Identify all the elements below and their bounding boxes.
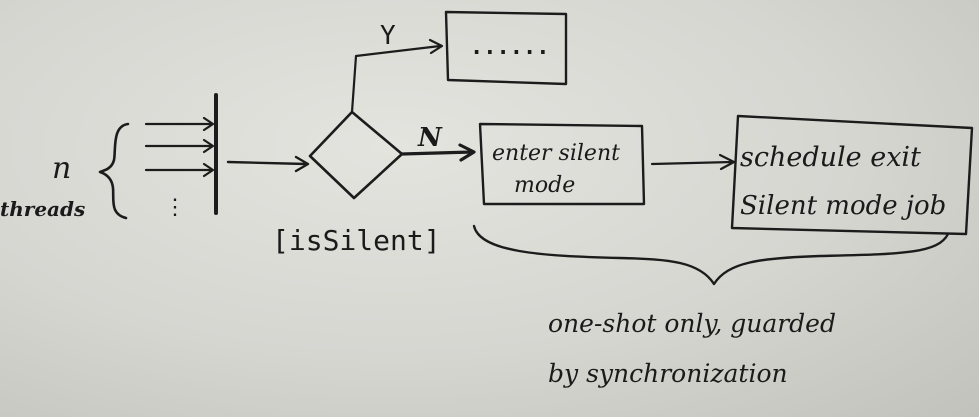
no-branch-arrow — [400, 143, 476, 162]
arrow-to-schedule — [650, 153, 736, 171]
no-label: N — [417, 123, 443, 153]
note-line2: by synchronization — [548, 359, 788, 388]
enter-silent-box — [478, 122, 646, 206]
decision-diamond — [308, 110, 404, 200]
yes-result-box — [444, 10, 568, 86]
threads-brace — [98, 122, 130, 220]
schedule-box-line1: schedule exit — [740, 142, 921, 173]
yes-label: Y — [380, 21, 396, 51]
enter-box-line1: enter silent — [492, 141, 620, 166]
threads-label: threads — [0, 197, 85, 221]
thread-arrows — [144, 116, 215, 178]
oneshot-brace — [472, 224, 950, 286]
yes-branch-line — [350, 38, 444, 114]
schedule-box-line2: Silent mode job — [740, 191, 946, 221]
schedule-exit-box — [730, 114, 974, 236]
enter-box-line2: mode — [514, 173, 575, 198]
decision-label: [isSilent] — [272, 224, 441, 257]
note-line1: one-shot only, guarded — [548, 309, 836, 338]
thread-ellipsis: ⋮ — [164, 195, 186, 220]
arrow-to-decision — [226, 155, 310, 173]
yes-box-text: ...... — [470, 35, 549, 60]
n-label: n — [52, 151, 71, 186]
